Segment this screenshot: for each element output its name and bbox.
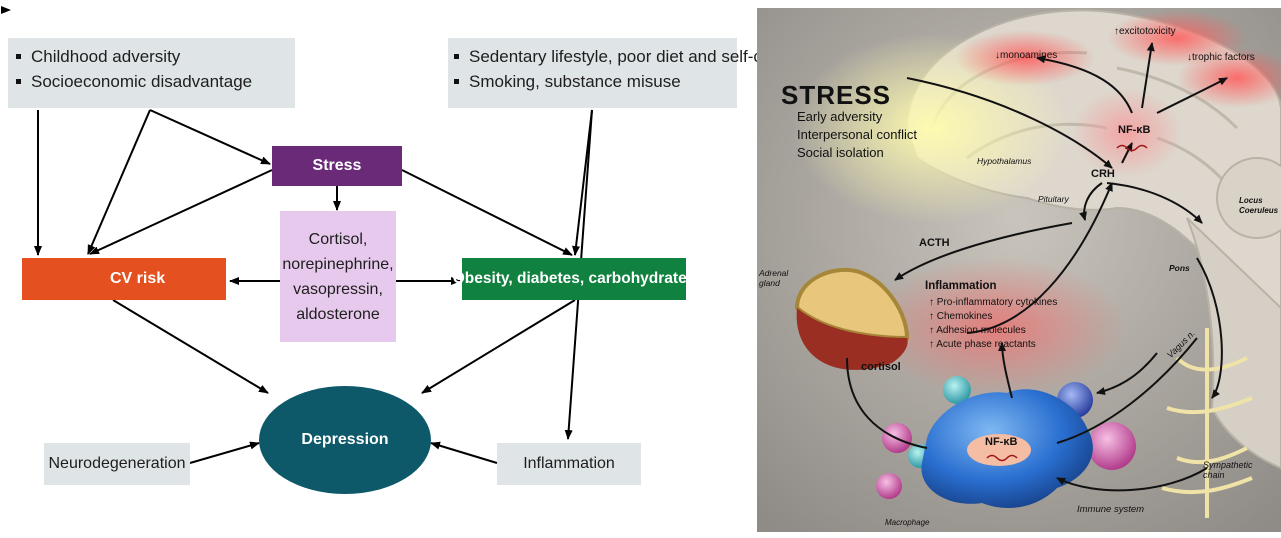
nfkb-immune-label: NF-κB <box>985 436 1017 448</box>
lifestyle-factors-box: Sedentary lifestyle, poor diet and self-… <box>448 38 737 108</box>
trophic-factors-label: ↓trophic factors <box>1187 52 1255 63</box>
stress-cause: Social isolation <box>797 144 917 162</box>
hormones-box: Cortisol, norepinephrine, vasopressin, a… <box>280 211 396 342</box>
cortisol-label: cortisol <box>861 361 901 373</box>
hypothalamus-label: Hypothalamus <box>977 156 1031 166</box>
nfkb-brain-label: NF-κB <box>1118 124 1150 136</box>
arrow-neuro-depression <box>190 443 259 463</box>
inflammation-effect: ↑ Adhesion molecules <box>929 324 1057 338</box>
hormone-label: aldosterone <box>296 302 380 327</box>
crh-label: CRH <box>1091 168 1115 180</box>
lifestyle-item: Smoking, substance misuse <box>452 69 737 94</box>
immune-system-label: Immune system <box>1077 504 1144 515</box>
cv-risk-box: CV risk <box>22 258 226 300</box>
inflammation-effect: ↑ Chemokines <box>929 310 1057 324</box>
stress-cause: Interpersonal conflict <box>797 126 917 144</box>
pons-label: Pons <box>1169 263 1190 273</box>
risk-factor-item: Childhood adversity <box>14 44 295 69</box>
hormone-label: vasopressin, <box>293 277 383 302</box>
inflammation-effect: ↑ Acute phase reactants <box>929 338 1057 352</box>
depression-ellipse: Depression <box>259 386 431 494</box>
arrow-obesity-depression <box>422 300 575 393</box>
inflammation-box: Inflammation <box>497 443 641 485</box>
arrow-stress-obesity <box>402 170 572 255</box>
hormone-label: Cortisol, <box>309 227 368 252</box>
inflammation-effects: ↑ Pro-inflammatory cytokines ↑ Chemokine… <box>929 296 1057 352</box>
inflammation-title: Inflammation <box>925 280 997 292</box>
arrow-cvrisk-depression <box>113 300 268 393</box>
inflammation-effect: ↑ Pro-inflammatory cytokines <box>929 296 1057 310</box>
acth-label: ACTH <box>919 237 950 249</box>
excitotoxicity-label: ↑excitotoxicity <box>1114 26 1176 37</box>
stress-box: Stress <box>272 146 402 186</box>
neurodegeneration-box: Neurodegeneration <box>44 443 190 485</box>
risk-factor-item: Socioeconomic disadvantage <box>14 69 295 94</box>
obesity-box: Obesity, diabetes, carbohydrates <box>462 258 686 300</box>
arrow-stress-cvrisk <box>90 170 272 254</box>
macrophage-label: Macrophage <box>885 518 929 527</box>
stress-title: STRESS <box>781 80 891 111</box>
risk-factors-box: Childhood adversity Socioeconomic disadv… <box>8 38 295 108</box>
monoamines-label: ↓monoamines <box>995 50 1057 61</box>
arrow-adversity-cvrisk <box>88 110 150 254</box>
arrow-inflammation-depression <box>431 443 497 463</box>
lifestyle-item: Sedentary lifestyle, poor diet and self-… <box>452 44 737 69</box>
stress-cause: Early adversity <box>797 108 917 126</box>
stress-causes: Early adversity Interpersonal conflict S… <box>797 108 917 162</box>
arrow-adversity-stress <box>150 110 270 164</box>
stress-brain-immune-illustration: STRESS Early adversity Interpersonal con… <box>757 8 1281 532</box>
hormone-label: norepinephrine, <box>282 252 393 277</box>
pituitary-label: Pituitary <box>1038 194 1069 204</box>
